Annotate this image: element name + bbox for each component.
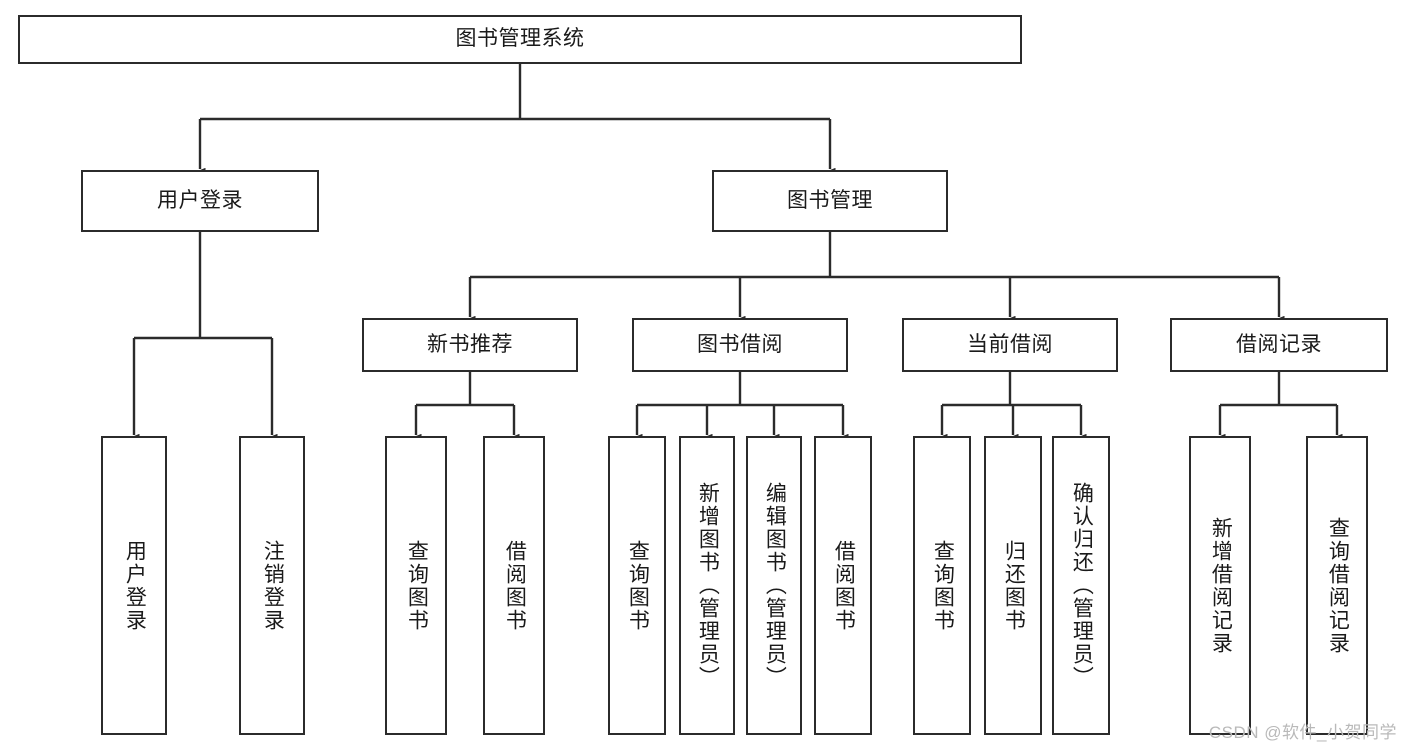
leaf-node[interactable]: 用户登录 bbox=[101, 436, 167, 735]
node-label: 图书管理系统 bbox=[455, 27, 585, 51]
node-label: 确认归还（管理员） bbox=[1070, 482, 1094, 689]
node-label: 图书管理 bbox=[787, 188, 873, 212]
leaf-node[interactable]: 确认归还（管理员） bbox=[1052, 436, 1110, 735]
leaf-node[interactable]: 查询图书 bbox=[608, 436, 666, 735]
node-label: 注销登录 bbox=[261, 539, 285, 632]
leaf-node[interactable]: 借阅图书 bbox=[814, 436, 872, 735]
leaf-node[interactable]: 新增借阅记录 bbox=[1189, 436, 1251, 735]
node-label: 借阅图书 bbox=[503, 539, 527, 632]
branch-node[interactable]: 新书推荐 bbox=[362, 318, 578, 372]
node-label: 新书推荐 bbox=[427, 332, 513, 356]
node-label: 查询图书 bbox=[405, 539, 429, 632]
branch-node[interactable]: 借阅记录 bbox=[1170, 318, 1388, 372]
node-label: 查询借阅记录 bbox=[1326, 516, 1350, 655]
leaf-node[interactable]: 新增图书（管理员） bbox=[679, 436, 735, 735]
node-label: 归还图书 bbox=[1002, 539, 1026, 632]
node-label: 新增借阅记录 bbox=[1209, 516, 1233, 655]
branch-node[interactable]: 当前借阅 bbox=[902, 318, 1118, 372]
branch-node[interactable]: 图书管理 bbox=[712, 170, 948, 232]
node-label: 借阅图书 bbox=[832, 539, 856, 632]
leaf-node[interactable]: 归还图书 bbox=[984, 436, 1042, 735]
branch-node[interactable]: 用户登录 bbox=[81, 170, 319, 232]
watermark-text: CSDN @软件_小贺同学 bbox=[1208, 723, 1397, 742]
branch-node[interactable]: 图书借阅 bbox=[632, 318, 848, 372]
node-label: 用户登录 bbox=[157, 188, 243, 212]
leaf-node[interactable]: 借阅图书 bbox=[483, 436, 545, 735]
node-label: 查询图书 bbox=[931, 539, 955, 632]
node-label: 图书借阅 bbox=[697, 332, 783, 356]
leaf-node[interactable]: 编辑图书（管理员） bbox=[746, 436, 802, 735]
node-label: 新增图书（管理员） bbox=[696, 482, 720, 689]
root-node[interactable]: 图书管理系统 bbox=[18, 15, 1022, 64]
leaf-node[interactable]: 注销登录 bbox=[239, 436, 305, 735]
node-label: 用户登录 bbox=[123, 539, 147, 632]
node-label: 借阅记录 bbox=[1236, 332, 1322, 356]
leaf-node[interactable]: 查询图书 bbox=[913, 436, 971, 735]
node-label: 编辑图书（管理员） bbox=[763, 482, 787, 689]
leaf-node[interactable]: 查询图书 bbox=[385, 436, 447, 735]
node-label: 查询图书 bbox=[626, 539, 650, 632]
leaf-node[interactable]: 查询借阅记录 bbox=[1306, 436, 1368, 735]
node-label: 当前借阅 bbox=[967, 332, 1053, 356]
